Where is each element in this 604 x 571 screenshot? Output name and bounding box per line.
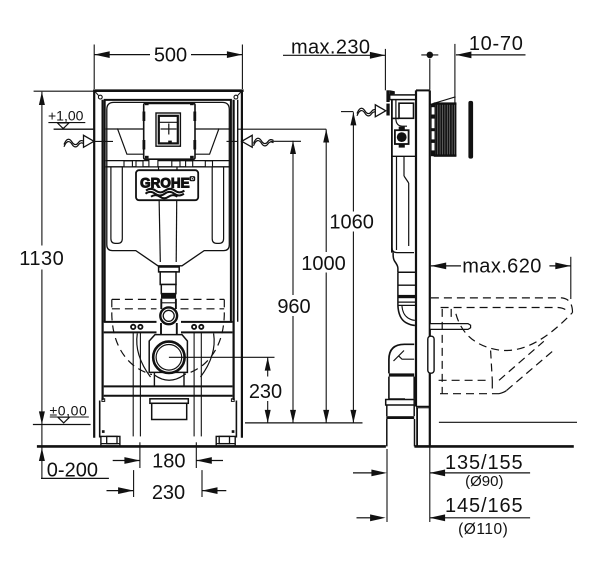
svg-text:max.620: max.620 [462, 256, 542, 278]
svg-text:(Ø90): (Ø90) [465, 473, 503, 490]
svg-text:1000: 1000 [301, 253, 346, 275]
svg-text:145/165: 145/165 [445, 495, 524, 517]
svg-text:960: 960 [277, 296, 310, 318]
svg-text:135/155: 135/155 [445, 452, 524, 474]
svg-text:0-200: 0-200 [47, 460, 98, 482]
svg-text:1130: 1130 [19, 248, 64, 270]
svg-text:max.230: max.230 [291, 37, 371, 59]
svg-text:1060: 1060 [329, 212, 374, 234]
svg-text:230: 230 [249, 381, 282, 403]
svg-text:(Ø110): (Ø110) [458, 521, 508, 538]
svg-text:10-70: 10-70 [469, 33, 524, 55]
svg-text:180: 180 [152, 450, 185, 472]
svg-text:±0,00: ±0,00 [50, 402, 88, 418]
svg-text:+1,00: +1,00 [48, 108, 84, 124]
svg-text:GROHE: GROHE [140, 176, 190, 191]
svg-text:230: 230 [152, 482, 185, 504]
svg-text:500: 500 [154, 45, 187, 67]
